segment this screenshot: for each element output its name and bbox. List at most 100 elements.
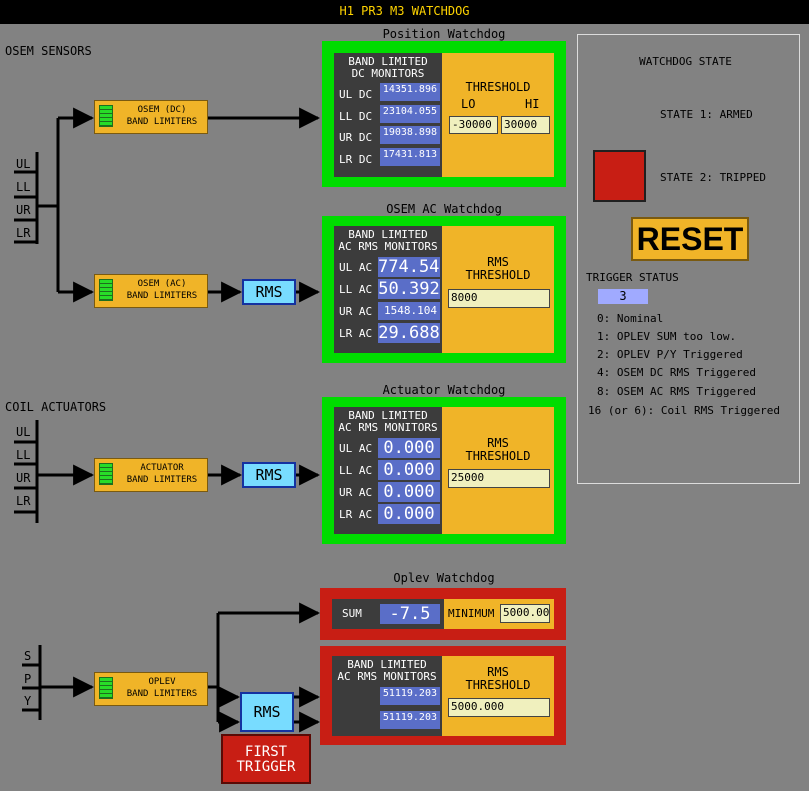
lr-dc-label: LR DC xyxy=(339,153,373,166)
oplev-sum-panel: SUM -7.5 MINIMUM 5000.00 xyxy=(320,588,566,640)
limiter-label: OPLEV xyxy=(148,677,176,687)
ll-ac-label: LL AC xyxy=(339,464,373,477)
osem-ac-band-limiters-button[interactable]: OSEM (AC) BAND LIMITERS xyxy=(94,274,208,308)
monitors-title-line: AC RMS MONITORS xyxy=(338,240,438,253)
monitors-title-line: BAND LIMITED xyxy=(347,658,427,671)
limiter-label: BAND LIMITERS xyxy=(126,117,198,127)
band-limiter-icon xyxy=(99,105,113,127)
threshold-label-line: THRESHOLD xyxy=(465,678,531,692)
band-limiter-icon xyxy=(99,463,113,485)
osem-dc-band-limiters-button[interactable]: OSEM (DC) BAND LIMITERS xyxy=(94,100,208,134)
legend-item: 8: OSEM AC RMS Triggered xyxy=(597,385,756,398)
lr-dc-value: 17431.813 xyxy=(380,148,440,166)
band-limiter-icon xyxy=(99,677,113,699)
oplev-rms-button[interactable]: RMS xyxy=(240,692,294,732)
ur-ac-value: 0.000 xyxy=(378,482,440,502)
rms-threshold-input[interactable]: 25000 xyxy=(448,469,550,488)
actuator-watchdog-title: Actuator Watchdog xyxy=(382,383,506,397)
hi-label: HI xyxy=(525,97,540,111)
ur-ac-value: 1548.104 xyxy=(378,302,440,320)
position-watchdog-panel: BAND LIMITED DC MONITORS UL DC 14351.896… xyxy=(322,41,566,187)
lo-threshold-input[interactable]: -30000 xyxy=(449,116,498,134)
monitors-title-line: BAND LIMITED xyxy=(348,409,428,422)
hi-threshold-input[interactable]: 30000 xyxy=(501,116,550,134)
threshold-label-line: RMS xyxy=(487,436,509,450)
trigger-status-label: TRIGGER STATUS xyxy=(586,271,679,284)
limiter-label: ACTUATOR xyxy=(140,463,184,473)
channel-ll-label: LL xyxy=(16,448,31,462)
watchdog-state-title: WATCHDOG STATE xyxy=(639,55,732,68)
osem-ac-rms-button[interactable]: RMS xyxy=(242,279,296,305)
legend-item: 2: OPLEV P/Y Triggered xyxy=(597,348,743,361)
sum-value: -7.5 xyxy=(380,604,440,624)
threshold-label: THRESHOLD xyxy=(465,80,531,94)
channel-s-label: S xyxy=(24,649,32,663)
ul-ac-value: 0.000 xyxy=(378,438,440,458)
state-armed-label: STATE 1: ARMED xyxy=(660,108,753,121)
oplev-monitors-title: BAND LIMITED AC RMS MONITORS xyxy=(332,659,442,683)
lr-ac-value: 29.688 xyxy=(378,323,440,343)
rms-threshold-label: RMS THRESHOLD xyxy=(442,666,554,692)
channel-ul-label: UL xyxy=(16,425,31,439)
actuator-monitors-title: BAND LIMITED AC RMS MONITORS xyxy=(334,410,442,434)
oplev-rms-value-2: 51119.203 xyxy=(380,711,440,729)
ll-ac-value: 50.392 xyxy=(378,279,440,299)
ur-ac-label: UR AC xyxy=(339,305,373,318)
actuator-watchdog-panel: BAND LIMITED AC RMS MONITORS UL AC 0.000… xyxy=(322,397,566,544)
channel-ur-label: UR xyxy=(16,203,31,217)
ac-monitors-title: BAND LIMITED AC RMS MONITORS xyxy=(334,229,442,253)
legend-item: 16 (or 6): Coil RMS Triggered xyxy=(588,404,781,417)
monitors-title-line: DC MONITORS xyxy=(351,67,425,80)
channel-y-label: Y xyxy=(24,694,32,708)
monitors-title-line: AC RMS MONITORS xyxy=(338,421,438,434)
threshold-panel xyxy=(442,53,554,177)
channel-ur-label: UR xyxy=(16,471,31,485)
limiter-label: OSEM (DC) xyxy=(137,105,187,115)
oplev-rms-panel: BAND LIMITED AC RMS MONITORS 51119.203 5… xyxy=(320,646,566,745)
rms-threshold-input[interactable]: 5000.000 xyxy=(448,698,550,717)
watchdog-state-panel: WATCHDOG STATE STATE 1: ARMED STATE 2: T… xyxy=(577,34,800,484)
legend-item: 1: OPLEV SUM too low. xyxy=(597,330,737,343)
state-tripped-label: STATE 2: TRIPPED xyxy=(660,171,766,184)
reset-button[interactable]: RESET xyxy=(631,217,749,261)
osem-sensors-label: OSEM SENSORS xyxy=(5,44,92,58)
first-trigger-line: TRIGGER xyxy=(236,759,296,775)
channel-lr-label: LR xyxy=(16,226,31,240)
channel-ul-label: UL xyxy=(16,157,31,171)
ll-dc-value: 23104.055 xyxy=(380,105,440,123)
oplev-rms-value-1: 51119.203 xyxy=(380,687,440,705)
monitors-title-line: BAND LIMITED xyxy=(348,228,428,241)
title-bar: H1 PR3 M3 WATCHDOG xyxy=(0,0,809,24)
sum-label: SUM xyxy=(342,607,362,620)
legend-item: 4: OSEM DC RMS Triggered xyxy=(597,366,756,379)
oplev-watchdog-title: Oplev Watchdog xyxy=(393,571,495,585)
state-tripped-indicator xyxy=(593,150,646,202)
monitors-title-line: AC RMS MONITORS xyxy=(337,670,437,683)
ul-ac-label: UL AC xyxy=(339,442,373,455)
ll-ac-label: LL AC xyxy=(339,283,373,296)
rms-threshold-input[interactable]: 8000 xyxy=(448,289,550,308)
rms-threshold-label: RMS THRESHOLD xyxy=(442,256,554,282)
window-title: H1 PR3 M3 WATCHDOG xyxy=(339,4,470,18)
first-trigger-indicator: FIRST TRIGGER xyxy=(221,734,311,784)
band-limiter-icon xyxy=(99,279,113,301)
ll-ac-value: 0.000 xyxy=(378,460,440,480)
limiter-label: OSEM (AC) xyxy=(137,279,187,289)
threshold-label-line: RMS xyxy=(487,255,509,269)
minimum-input[interactable]: 5000.00 xyxy=(500,604,550,623)
actuator-rms-button[interactable]: RMS xyxy=(242,462,296,488)
rms-label: RMS xyxy=(253,703,281,721)
limiter-label: BAND LIMITERS xyxy=(126,475,198,485)
osem-ac-watchdog-panel: BAND LIMITED AC RMS MONITORS UL AC 774.5… xyxy=(322,216,566,363)
ul-ac-label: UL AC xyxy=(339,261,373,274)
position-watchdog-title: Position Watchdog xyxy=(382,27,506,41)
ul-dc-label: UL DC xyxy=(339,88,373,101)
threshold-label-line: THRESHOLD xyxy=(465,449,531,463)
lr-ac-label: LR AC xyxy=(339,508,373,521)
lr-ac-value: 0.000 xyxy=(378,504,440,524)
actuator-band-limiters-button[interactable]: ACTUATOR BAND LIMITERS xyxy=(94,458,208,492)
limiter-label: BAND LIMITERS xyxy=(126,291,198,301)
coil-actuators-label: COIL ACTUATORS xyxy=(5,400,107,414)
lo-label: LO xyxy=(461,97,476,111)
